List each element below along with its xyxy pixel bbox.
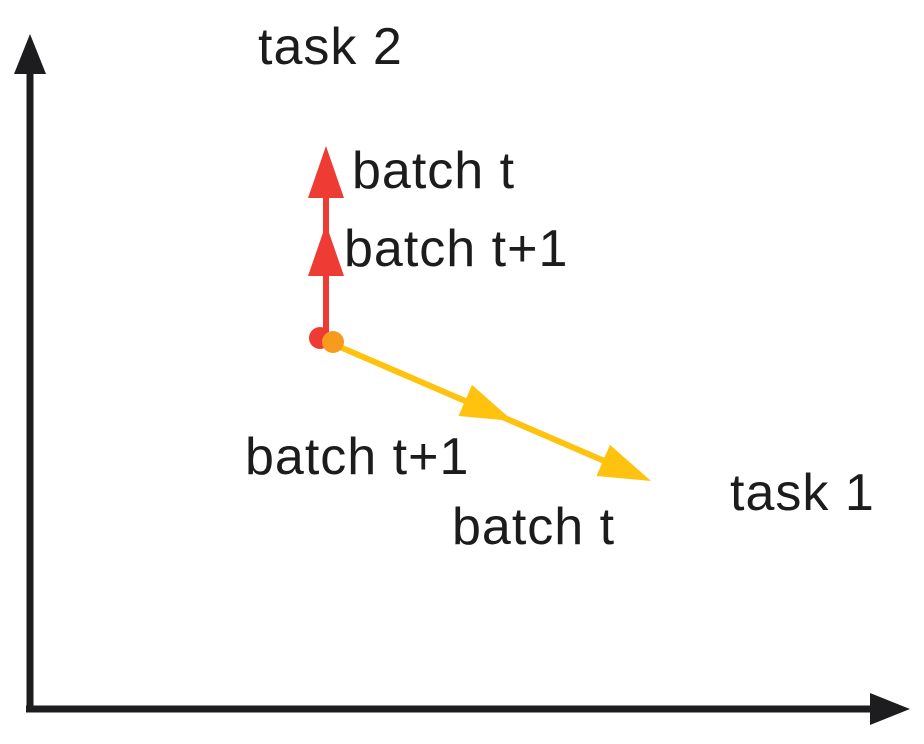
yellow-arrowhead-batch-t1-icon [458,384,513,421]
origin-dot-orange [322,331,344,353]
yellow-batch-t1-label: batch t+1 [245,428,469,486]
yellow-batch-t-label: batch t [452,498,615,556]
task1-axis-label: task 1 [730,464,875,522]
red-batch-t1-label: batch t+1 [344,220,568,278]
task2-axis-label: task 2 [258,18,403,76]
red-batch-t-label: batch t [352,142,515,200]
yellow-arrowhead-batch-t-icon [596,444,651,481]
y-axis-arrowhead-icon [14,34,46,74]
x-axis-arrowhead-icon [870,693,910,725]
red-arrowhead-batch-t-icon [308,146,344,198]
red-arrowhead-batch-t1-icon [308,224,344,276]
